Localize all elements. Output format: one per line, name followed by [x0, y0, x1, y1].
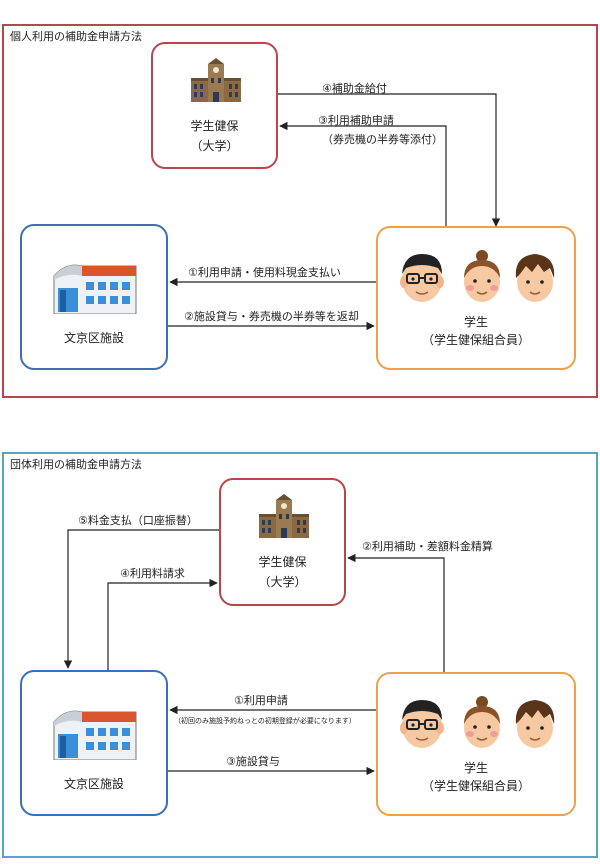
individual-title: 個人利用の補助金申請方法 [10, 30, 142, 43]
student-man-glasses-icon [400, 254, 444, 302]
facility-building-icon [53, 264, 137, 314]
facility-building-icon [53, 710, 137, 760]
university-box-group: 学生健保 （大学） [219, 478, 346, 606]
facility-label: 文京区施設 [63, 331, 124, 345]
university-label: 学生健保 [190, 119, 239, 133]
student-woman-icon [464, 696, 500, 748]
facility-label: 文京区施設 [63, 777, 124, 791]
students-box-group: 学生 （学生健保組合員） [376, 672, 576, 816]
step-1-registration-note: （初回のみ施設予約ねっとの初期登録が必要になります） [174, 717, 356, 725]
step-3-subsidy-application: ③利用補助申請 [318, 114, 394, 127]
university-label: 学生健保 [258, 555, 307, 569]
student-boy-icon [515, 254, 555, 302]
step-1-application: ①利用申請 [234, 694, 288, 707]
group-panel: 団体利用の補助金申請方法 [2, 452, 598, 858]
students-label: 学生 [463, 761, 488, 775]
students-label: 学生 [463, 315, 488, 329]
students-sublabel: （学生健保組合員） [421, 779, 530, 793]
step-1-application-payment: ①利用申請・使用料現金支払い [188, 266, 341, 279]
step-2-subsidy-settlement: ②利用補助・差額料金精算 [362, 540, 493, 553]
student-woman-icon [464, 250, 500, 302]
individual-panel: 個人利用の補助金申請方法 [2, 24, 598, 398]
student-boy-icon [515, 700, 555, 748]
students-sublabel: （学生健保組合員） [421, 333, 530, 347]
university-building-icon [191, 58, 241, 102]
group-title: 団体利用の補助金申請方法 [10, 458, 142, 471]
step-2-facility-lending: ②施設貸与・券売機の半券等を返却 [184, 310, 359, 323]
step-5-fee-payment: ⑤料金支払（口座振替） [78, 514, 198, 527]
step-3-attachment-note: （券売機の半券等添付） [322, 133, 443, 146]
students-box-individual: 学生 （学生健保組合員） [376, 226, 576, 370]
facility-box-group: 文京区施設 [20, 670, 168, 816]
student-man-glasses-icon [400, 700, 444, 748]
step-4-fee-invoice: ④利用料請求 [120, 567, 185, 580]
facility-box-individual: 文京区施設 [20, 224, 168, 370]
university-building-icon [259, 494, 309, 538]
university-sublabel: （大学） [190, 139, 239, 153]
university-sublabel: （大学） [258, 575, 307, 589]
university-box-individual: 学生健保 （大学） [151, 42, 278, 169]
step-3-facility-lending: ③施設貸与 [226, 755, 280, 768]
step-4-subsidy-payment: ④補助金給付 [322, 82, 387, 95]
